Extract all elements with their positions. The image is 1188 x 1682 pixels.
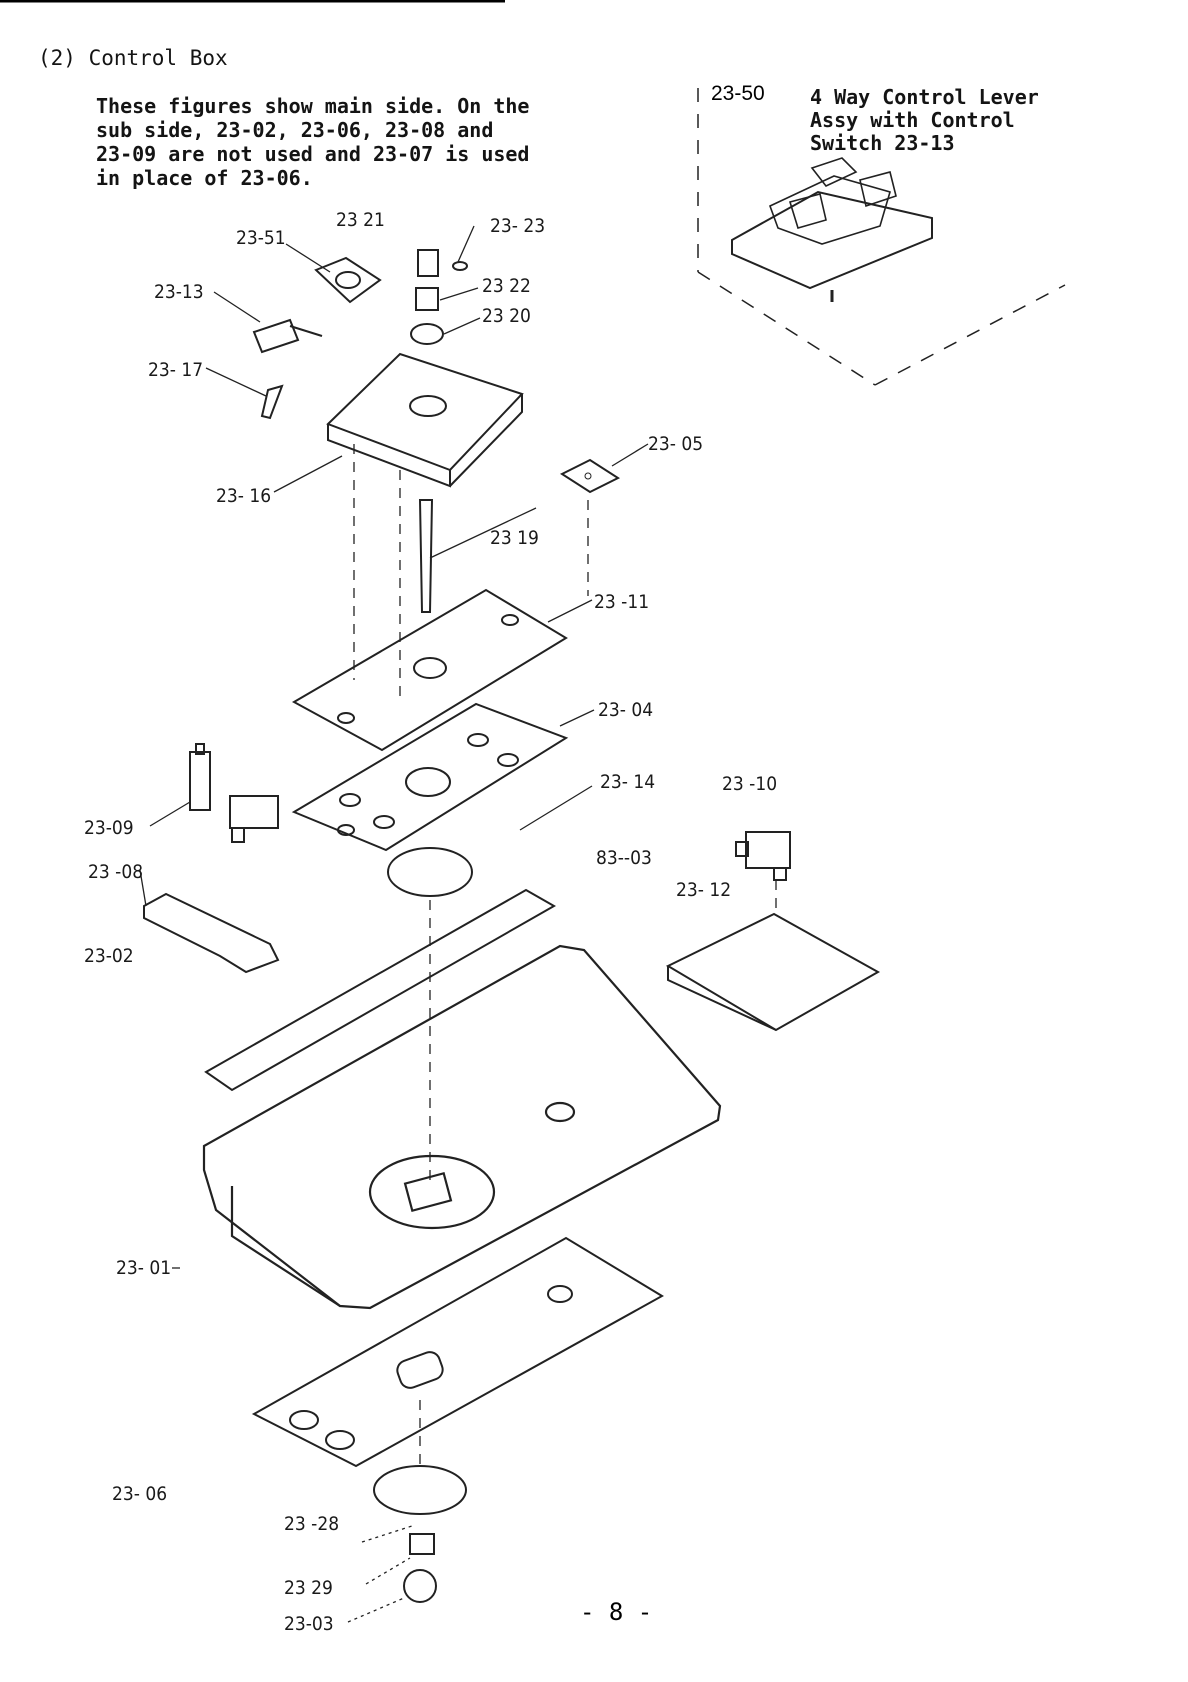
leader-lines [139, 225, 777, 1623]
assembly-description-line: 4 Way Control Lever [810, 85, 1039, 109]
assembly-description-line: Switch 23-13 [810, 131, 955, 155]
note-line: in place of 23-06. [96, 166, 313, 190]
callout-23-10: 23 -10 [722, 773, 777, 795]
callout-23-12: 23- 12 [676, 879, 731, 901]
callout-23-08: 23 -08 [88, 861, 143, 883]
part-23-05-hole [584, 472, 592, 480]
part-23-19 [418, 499, 434, 613]
part-23-01 [202, 944, 722, 1310]
part-23-08 [229, 795, 279, 843]
callout-23-21: 23 21 [336, 209, 385, 231]
callout-23-09: 23-09 [84, 817, 134, 839]
assembly-part-number: 23-50 [711, 82, 765, 105]
assembly-description: 4 Way Control Lever Assy with Control Sw… [810, 86, 1039, 155]
inset-23-50 [697, 88, 1066, 386]
part-23-11 [291, 588, 568, 752]
section-heading: (2) Control Box [38, 46, 228, 70]
part-23-03 [403, 1569, 437, 1603]
part-23-02 [143, 892, 280, 974]
callout-23-23: 23- 23 [490, 215, 545, 237]
part-23-16 [326, 352, 524, 488]
callout-23-05: 23- 05 [648, 433, 703, 455]
callout-23-11: 23 -11 [594, 591, 649, 613]
part-83-03 [387, 847, 473, 897]
callout-23-02: 23-02 [84, 945, 134, 967]
part-23-17 [260, 384, 284, 420]
part-23-51 [314, 256, 382, 304]
part-23-12-flange [667, 966, 777, 1031]
usage-note: These figures show main side. On the sub… [96, 94, 656, 190]
note-line: These figures show main side. On the [96, 94, 530, 118]
note-line: 23-09 are not used and 23-07 is used [96, 142, 530, 166]
callout-23-13: 23-13 [154, 281, 204, 303]
callout-23-28: 23 -28 [284, 1513, 339, 1535]
callout-23-51: 23-51 [236, 227, 286, 249]
part-23-51-hole [335, 271, 361, 289]
callout-23-17: 23- 17 [148, 359, 203, 381]
part-23-12 [665, 912, 881, 1032]
callout-23-16: 23- 16 [216, 485, 271, 507]
callout-23-29: 23 29 [284, 1577, 333, 1599]
callout-23-04: 23- 04 [598, 699, 653, 721]
part-23-21-stack [410, 249, 468, 345]
part-23-05 [559, 458, 621, 494]
part-23-13 [252, 318, 323, 354]
callout-23-14: 23- 14 [600, 771, 655, 793]
callout-23-22: 23 22 [482, 275, 531, 297]
part-23-29 [409, 1533, 435, 1555]
callout-23-20: 23 20 [482, 305, 531, 327]
assembly-description-line: Assy with Control [810, 108, 1015, 132]
callout-23-01: 23- 01 [116, 1257, 171, 1279]
note-line: sub side, 23-02, 23-06, 23-08 and [96, 118, 494, 142]
page-number: - 8 - [580, 1598, 653, 1626]
part-23-10 [735, 831, 791, 881]
part-23-04 [291, 702, 569, 852]
callout-labels: 23-51 23 21 23- 23 23-13 23 22 23 20 23-… [84, 209, 777, 1635]
part-23-06 [251, 1236, 664, 1468]
callout-23-06: 23- 06 [112, 1483, 167, 1505]
mounting-rail [204, 888, 557, 1092]
part-23-09 [189, 743, 211, 811]
callout-83-03: 83--03 [596, 847, 652, 869]
callout-23-03: 23-03 [284, 1613, 334, 1635]
callout-23-19: 23 19 [490, 527, 539, 549]
part-23-28 [373, 1465, 467, 1515]
